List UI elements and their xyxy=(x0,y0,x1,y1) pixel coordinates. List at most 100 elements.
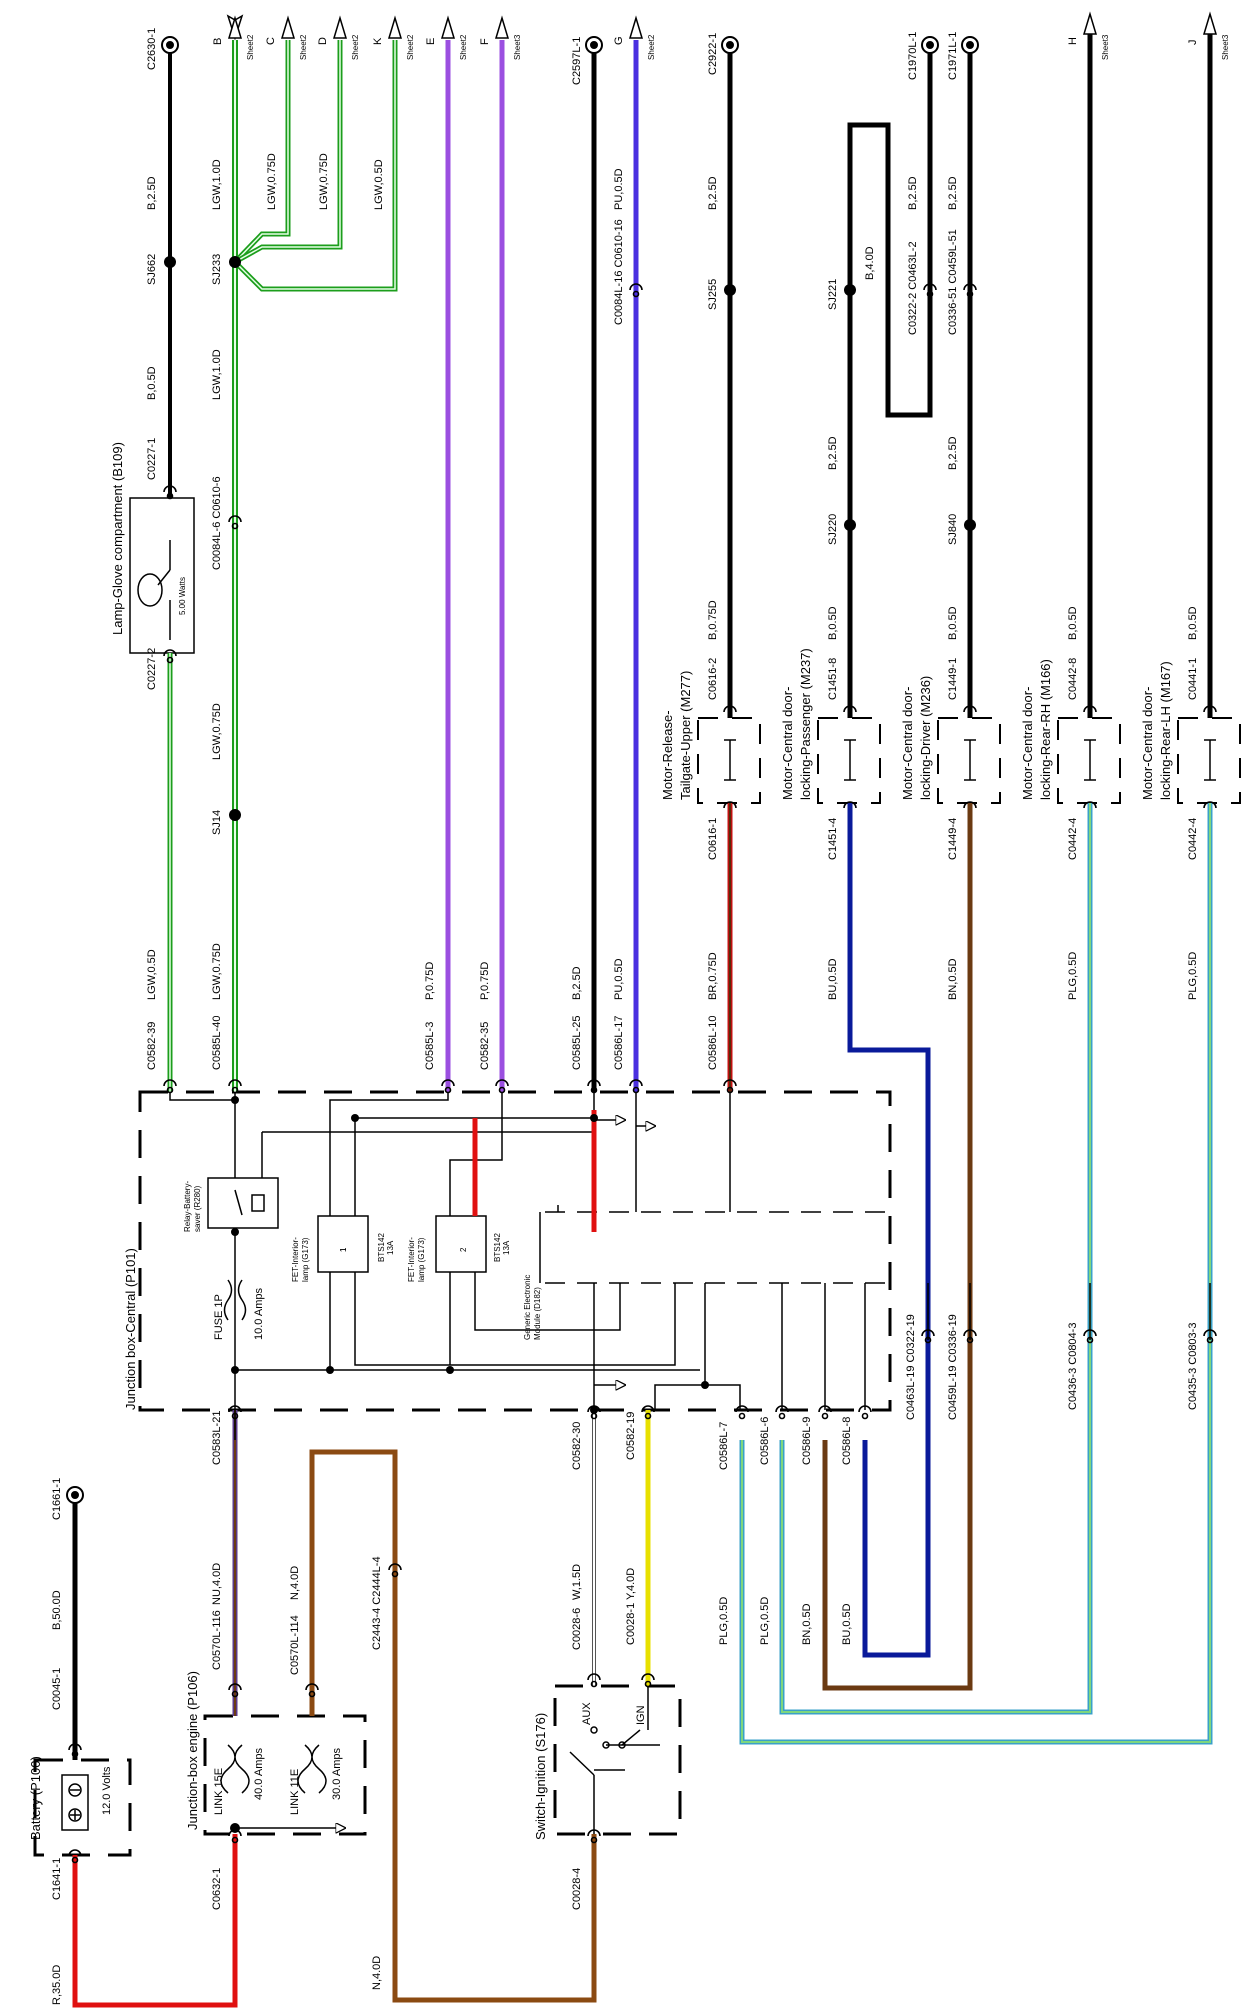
component-detail-label: IGN xyxy=(635,1705,647,1725)
connector-label: C1451-8 xyxy=(827,658,839,700)
connector-label: C0028-6 xyxy=(571,1608,583,1650)
connector-label: C0028-4 xyxy=(571,1868,583,1910)
connector-label: C0586L-17 xyxy=(613,1016,625,1070)
wire-spec-label: LGW,1.0D xyxy=(211,159,223,210)
component-detail-label: FET-Interior- xyxy=(291,1237,300,1282)
motor-symbols xyxy=(724,739,1216,781)
connector-label: C1449-4 xyxy=(947,818,959,860)
relay-symbol xyxy=(234,1189,265,1216)
splice-label: SJ220 xyxy=(827,514,839,545)
wire-spec-label: B,2.5D xyxy=(827,436,839,470)
component-title-label: locking-Rear-RH (M166) xyxy=(1038,659,1053,800)
component-title-label: locking-Driver (M236) xyxy=(918,676,933,800)
component-detail-label: Module (D182) xyxy=(533,1287,542,1340)
motor-tailgate-outline xyxy=(697,717,761,804)
connector-label: C1641-1 xyxy=(51,1858,63,1900)
component-title-label: Battery (P100) xyxy=(28,1756,43,1840)
wire-spec-label: P,0.75D xyxy=(479,962,491,1000)
connector-label: C0582-39 xyxy=(146,1022,158,1070)
wire-spec-label: LGW,0.75D xyxy=(318,153,330,210)
component-detail-label: saver (R280) xyxy=(193,1185,202,1232)
sheet-ref-letter: G xyxy=(613,36,625,45)
sheet-ref-label: Sheet2 xyxy=(406,34,415,60)
switch-ignition-outline xyxy=(553,1684,682,1836)
wire-spec-label: B,0.5D xyxy=(827,606,839,640)
component-detail-label: BTS142 xyxy=(377,1233,386,1262)
component-detail-label: 10.0 Amps xyxy=(253,1288,265,1340)
component-title-label: Motor-Central door- xyxy=(900,687,915,800)
component-detail-label: BTS142 xyxy=(493,1233,502,1262)
component-title-label: Motor-Central door- xyxy=(1140,687,1155,800)
connector-label: C0570L-116 xyxy=(211,1610,223,1670)
lamp-glove-compartment-box xyxy=(129,497,195,654)
wire-spec-label: PLG,0.5D xyxy=(759,1597,771,1645)
connector-label: C0586L-7 xyxy=(718,1422,730,1470)
wire-plg-rear-lh xyxy=(739,803,1213,1745)
component-title-label: Junction box-Central (P101) xyxy=(123,1248,138,1410)
connector-label: C0616-2 xyxy=(707,658,719,700)
wire-lgw-branches xyxy=(233,40,398,292)
wire-spec-label: B,0.5D xyxy=(947,606,959,640)
splice-label: SJ221 xyxy=(827,279,839,310)
fet-interior-lamp-2-box xyxy=(435,1215,487,1273)
connector-label: C0582-19 xyxy=(625,1412,637,1460)
wire-spec-label: LGW,0.5D xyxy=(146,949,158,1000)
wire-spec-label: LGW,0.75D xyxy=(211,943,223,1000)
splice-label: SJ14 xyxy=(211,810,223,835)
connector-label: C1971L-1 xyxy=(947,32,959,80)
component-title-label: Motor-Central door- xyxy=(780,687,795,800)
component-title-label: Lamp-Glove compartment (B109) xyxy=(110,442,125,635)
connector-terminals xyxy=(66,36,979,1504)
component-detail-label: 1 xyxy=(339,1247,348,1252)
motor-passenger-outline xyxy=(817,717,881,804)
component-detail-label: 1 xyxy=(339,1247,348,1252)
wire-spec-label: B,0.5D xyxy=(146,366,158,400)
sheet-ref-label: Sheet3 xyxy=(513,34,522,60)
component-detail-label: 40.0 Amps xyxy=(253,1748,265,1800)
connector-label: C2630-1 xyxy=(146,28,158,70)
wire-spec-label: Y,4.0D xyxy=(625,1568,637,1600)
sheet-ref-letter: E xyxy=(425,38,437,45)
component-detail-label: FUSE 1P xyxy=(213,1294,225,1340)
connector-label: C0441-1 xyxy=(1187,658,1199,700)
connector-label: C0616-1 xyxy=(707,818,719,860)
wire-spec-label: B,50.0D xyxy=(51,1590,63,1630)
connector-label: C0463L-19 C0322-19 xyxy=(905,1314,917,1420)
wire-spec-label: B,2.5D xyxy=(146,176,158,210)
connector-label: C0442-4 xyxy=(1067,818,1079,860)
wire-spec-label: BR,0.75D xyxy=(707,952,719,1000)
component-title-label: locking-Passenger (M237) xyxy=(798,648,813,800)
wire-spec-label: N,4.0D xyxy=(289,1566,301,1600)
component-detail-label: Generic Electronic xyxy=(523,1275,532,1340)
connector-label: C0028-1 xyxy=(625,1603,637,1645)
connector-label: C1661-1 xyxy=(51,1478,63,1520)
wire-bn-driver xyxy=(822,803,973,1691)
sheet-ref-letter: J xyxy=(1187,40,1199,46)
connector-label: C0570L-114 xyxy=(289,1615,301,1675)
battery-outline xyxy=(33,1758,132,1857)
wire-b-loop xyxy=(847,50,933,718)
wire-spec-label: B,0.75D xyxy=(707,600,719,640)
wire-spec-label: LGW,0.5D xyxy=(373,159,385,210)
wire-r xyxy=(72,1834,238,2008)
fet-interior-lamp-1-box xyxy=(317,1215,369,1273)
fuse-symbols xyxy=(220,1279,327,1794)
sheet-ref-label: Sheet2 xyxy=(351,34,360,60)
wire-spec-label: B,2.5D xyxy=(571,966,583,1000)
splice-label: SJ840 xyxy=(947,514,959,545)
sheet-ref-label: Sheet2 xyxy=(647,34,656,60)
sheet-ref-letter: H xyxy=(1067,37,1079,45)
component-detail-label: 30.0 Amps xyxy=(331,1748,343,1800)
connector-label: C0442-8 xyxy=(1067,658,1079,700)
wire-spec-label: BN,0.5D xyxy=(947,958,959,1000)
component-detail-label: lamp (G173) xyxy=(417,1237,426,1282)
splice-label: SJ233 xyxy=(211,254,223,285)
connector-label: C0227-2 xyxy=(146,648,158,690)
connector-label: C0045-1 xyxy=(51,1668,63,1710)
wire-bu-passenger xyxy=(847,803,931,1658)
connector-label: C0435-3 C0803-3 xyxy=(1187,1323,1199,1410)
splice-label: SJ662 xyxy=(146,254,158,285)
component-detail-label: 2 xyxy=(459,1247,468,1252)
